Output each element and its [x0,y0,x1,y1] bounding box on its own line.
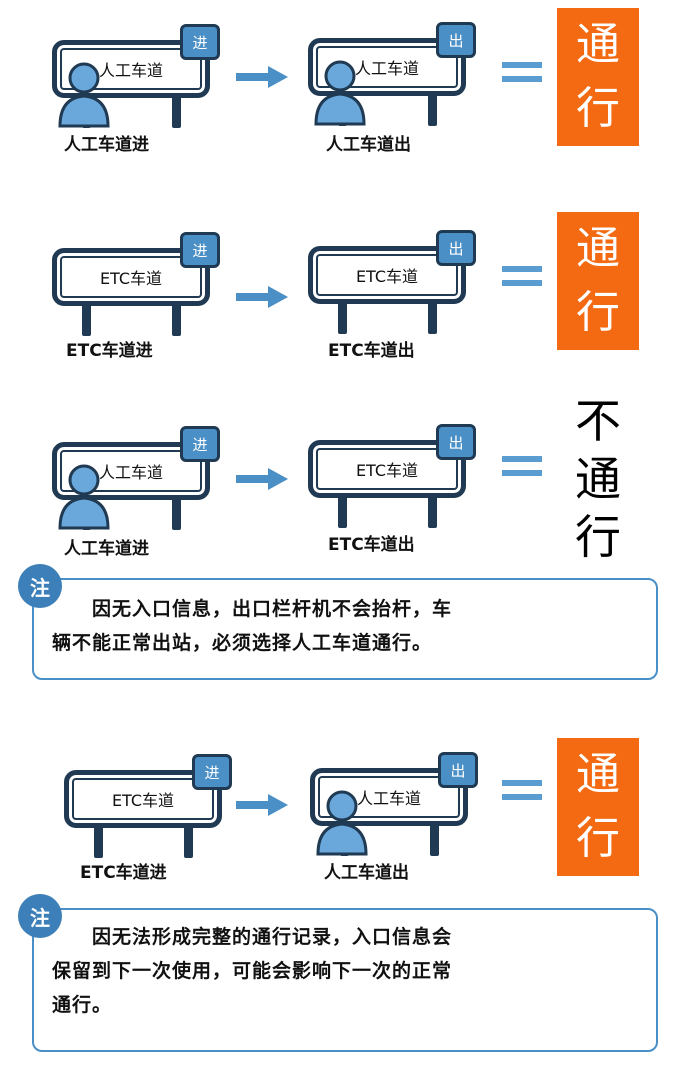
panel-label: 人工车道 [354,59,419,78]
note-line: 辆不能正常出站，必须选择人工车道通行。 [52,632,433,654]
equals-icon [502,266,542,288]
exit-gate: ETC车道 出 [308,424,478,532]
note-line: 保留到下一次使用，可能会影响下一次的正常 [52,960,453,982]
equals-icon [502,456,542,478]
note-badge: 注 [18,894,62,938]
note-text: 因无法形成完整的通行记录，入口信息会 保留到下一次使用，可能会影响下一次的正常 … [52,920,452,1022]
entry-tag: 进 [180,426,220,462]
panel-label: ETC车道 [111,791,175,810]
entry-caption: ETC车道进 [66,341,153,361]
gate-leg [338,302,347,334]
panel-label: 人工车道 [98,61,163,80]
gate-leg [428,94,437,126]
gate-leg [172,304,181,336]
gate-leg [428,496,437,528]
gate-panel: ETC车道 [308,440,466,498]
entry-gate: 人工车道 进 [52,426,222,534]
gate-leg [430,824,439,856]
panel-label: 人工车道 [356,789,421,808]
exit-caption: ETC车道出 [328,535,415,555]
exit-gate: 人工车道 出 [310,752,480,860]
equals-icon [502,62,542,84]
entry-caption: ETC车道进 [80,863,167,883]
note-text: 因无入口信息，出口栏杆机不会抬杆，车 辆不能正常出站，必须选择人工车道通行。 [52,592,452,660]
result-char: 行 [575,510,621,564]
gate-leg [184,826,193,858]
exit-tag: 出 [436,424,476,460]
note-box: 因无入口信息，出口栏杆机不会抬杆，车 辆不能正常出站，必须选择人工车道通行。 [32,578,658,680]
equals-icon [502,780,542,802]
entry-caption: 人工车道进 [64,135,149,155]
entry-gate: ETC车道 进 [52,232,222,340]
panel-label: ETC车道 [355,461,419,480]
gate-leg [428,302,437,334]
result-pass: 通 行 [557,738,639,876]
exit-caption: ETC车道出 [328,341,415,361]
exit-gate: 人工车道 出 [308,22,478,130]
gate-leg [338,496,347,528]
note-line: 通行。 [52,994,113,1016]
exit-gate: ETC车道 出 [308,230,478,338]
result-no-pass: 不 通 行 [563,392,633,566]
panel-label: 人工车道 [98,463,163,482]
gate-leg [172,96,181,128]
person-icon [58,464,110,530]
result-char: 行 [576,287,620,338]
gate-panel: ETC车道 [52,248,210,306]
entry-tag: 进 [180,232,220,268]
entry-gate: 人工车道 进 [52,24,222,132]
result-char: 通 [576,749,620,800]
arrow-icon [236,794,288,816]
gate-leg [82,304,91,336]
entry-tag: 进 [180,24,220,60]
note-badge: 注 [18,564,62,608]
panel-label: ETC车道 [99,269,163,288]
arrow-icon [236,286,288,308]
gate-leg [172,498,181,530]
panel-label: ETC车道 [355,267,419,286]
result-pass: 通 行 [557,8,639,146]
arrow-icon [236,468,288,490]
exit-tag: 出 [438,752,478,788]
entry-tag: 进 [192,754,232,790]
result-char: 行 [576,813,620,864]
person-icon [314,60,366,126]
note-box: 因无法形成完整的通行记录，入口信息会 保留到下一次使用，可能会影响下一次的正常 … [32,908,658,1052]
result-char: 通 [576,223,620,274]
result-pass: 通 行 [557,212,639,350]
entry-gate: ETC车道 进 [64,754,234,862]
note-line: 因无入口信息，出口栏杆机不会抬杆，车 [52,598,453,620]
result-char: 不 [575,394,621,448]
exit-caption: 人工车道出 [326,135,411,155]
gate-leg [94,826,103,858]
result-char: 通 [575,452,621,506]
result-char: 行 [576,83,620,134]
gate-panel: ETC车道 [64,770,222,828]
exit-tag: 出 [436,22,476,58]
exit-tag: 出 [436,230,476,266]
person-icon [316,790,368,856]
person-icon [58,62,110,128]
exit-caption: 人工车道出 [324,863,409,883]
arrow-icon [236,66,288,88]
entry-caption: 人工车道进 [64,539,149,559]
result-char: 通 [576,19,620,70]
note-line: 因无法形成完整的通行记录，入口信息会 [52,926,453,948]
